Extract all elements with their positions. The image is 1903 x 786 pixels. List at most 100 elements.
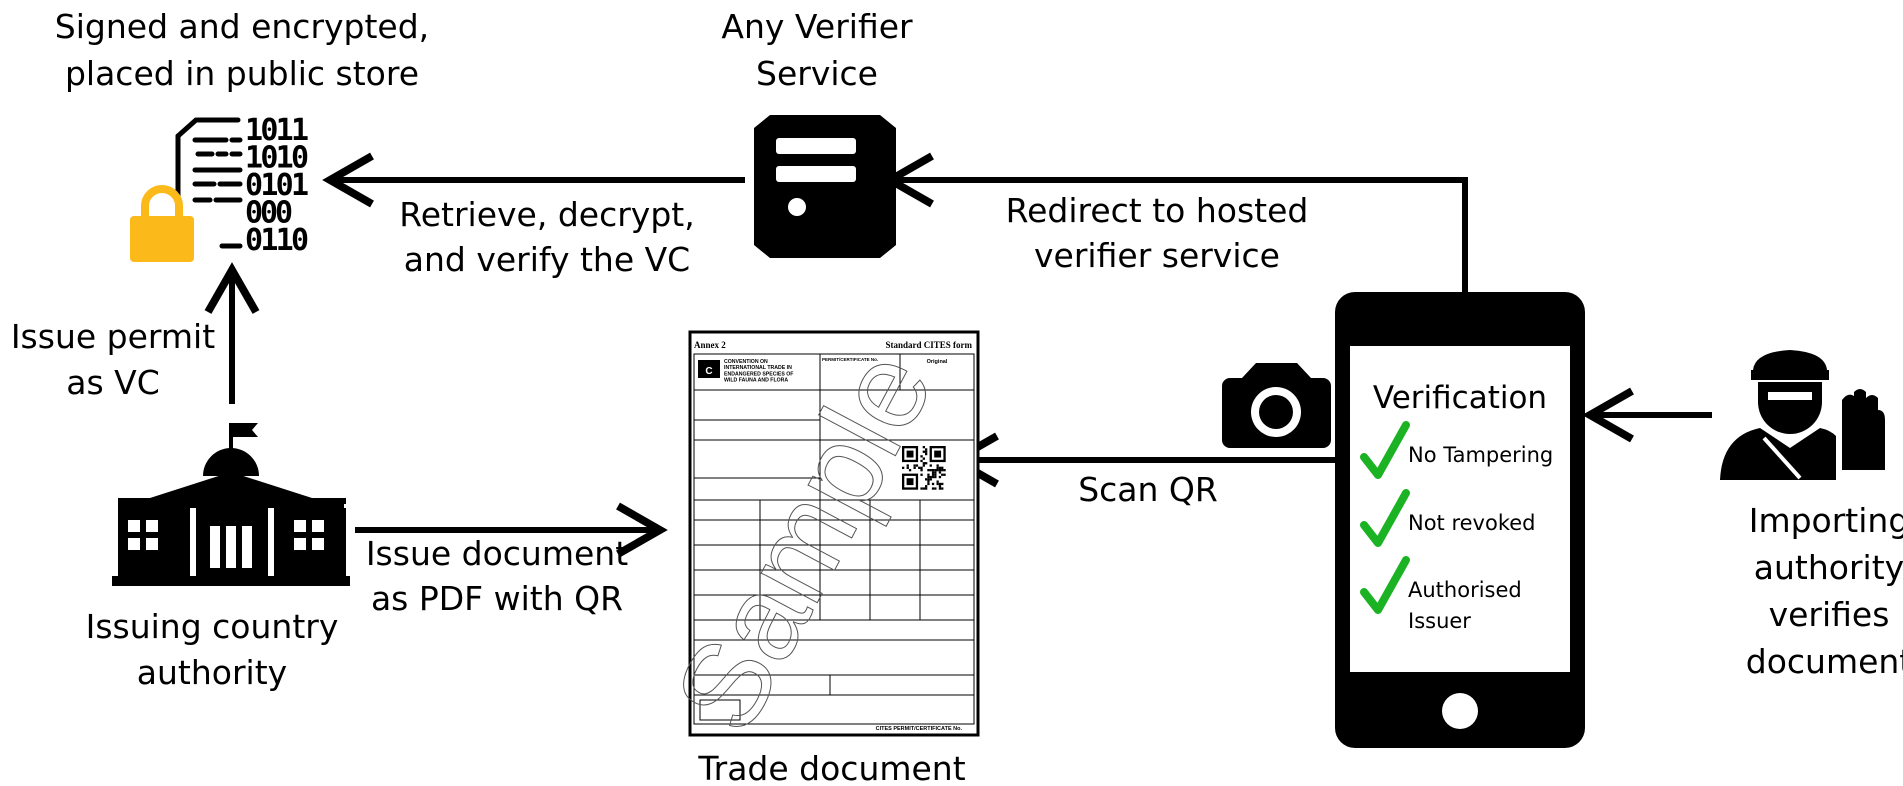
qr-module [941, 473, 944, 476]
qr-module [925, 462, 928, 465]
qr-module [934, 473, 937, 476]
qr-module [925, 487, 928, 490]
binary-line: 1011 [245, 113, 309, 148]
qr-module [920, 455, 923, 458]
trade-document: Annex 2 Standard CITES form [649, 329, 980, 752]
binary-line: 0110 [245, 223, 309, 258]
label-store: Signed and encrypted, placed in public st… [55, 7, 429, 93]
label-importer-line: authority [1754, 548, 1903, 587]
label-issue-document-line: as PDF with QR [371, 579, 623, 618]
label-retrieve-line: Retrieve, decrypt, [399, 195, 694, 234]
qr-module [925, 448, 928, 451]
qr-module [927, 469, 930, 472]
label-redirect-line: Redirect to hosted [1006, 191, 1309, 230]
qr-module [938, 469, 942, 472]
qr-module [931, 469, 935, 472]
doc-form: Standard CITES form [885, 340, 972, 350]
binary-line: 000 [245, 196, 293, 231]
qr-module [941, 466, 944, 469]
label-trade-document-line: Trade document [697, 749, 965, 786]
qr-module [931, 475, 935, 479]
qr-module [931, 473, 935, 476]
qr-module [936, 466, 939, 469]
lock-icon [130, 185, 194, 262]
qr-module [938, 471, 942, 474]
verification-title: Verification [1373, 380, 1547, 416]
qr-code [902, 446, 946, 490]
qr-module [934, 487, 937, 490]
label-retrieve: Retrieve, decrypt, and verify the VC [399, 195, 694, 279]
label-verifier-line: Service [756, 54, 878, 93]
officer-icon [1720, 350, 1885, 480]
check-icon [1360, 489, 1410, 547]
doc-annex: Annex 2 [694, 340, 726, 350]
qr-module [936, 482, 939, 486]
camera-icon [1222, 363, 1331, 448]
qr-module [922, 450, 925, 453]
qr-module [936, 469, 939, 472]
qr-module [929, 464, 932, 467]
doc-original: Original [927, 359, 948, 365]
qr-finder [906, 450, 914, 458]
doc-convention-line: ENDANGERED SPECIES OF [724, 371, 793, 377]
label-importer-line: Importing [1749, 501, 1903, 540]
qr-module [915, 464, 919, 467]
qr-module [920, 469, 923, 472]
qr-module [929, 478, 932, 481]
qr-module [906, 466, 909, 469]
qr-module [913, 464, 916, 467]
qr-module [927, 475, 930, 479]
binary-line: 0101 [245, 168, 309, 203]
government-building-icon [112, 423, 350, 586]
qr-module [918, 466, 921, 469]
qr-module [927, 480, 930, 483]
label-retrieve-line: and verify the VC [404, 240, 690, 279]
qr-module [920, 473, 923, 476]
qr-module [922, 464, 925, 467]
qr-module [941, 482, 944, 486]
qr-module [920, 466, 923, 469]
qr-module [906, 464, 909, 467]
label-importer-line: document [1746, 642, 1903, 681]
label-importer: Importing authority verifies document [1746, 501, 1903, 681]
qr-finder [934, 450, 942, 458]
doc-convention-line: WILD FAUNA AND FLORA [724, 378, 788, 384]
qr-finder [906, 478, 914, 486]
qr-module [943, 469, 946, 472]
qr-module [922, 457, 925, 460]
qr-module [927, 478, 930, 481]
check-icon [1360, 556, 1410, 614]
label-store-line: placed in public store [65, 54, 419, 93]
qr-module [902, 466, 905, 469]
qr-module [920, 459, 923, 463]
qr-module [922, 487, 925, 490]
label-importer-line: verifies [1769, 595, 1890, 634]
qr-module [925, 452, 928, 456]
doc-convention-line: CONVENTION ON [724, 359, 768, 365]
qr-module [931, 471, 935, 474]
labels: Signed and encrypted, placed in public st… [11, 7, 1903, 786]
qr-module [925, 485, 928, 488]
cites-logo: C [698, 360, 720, 378]
qr-module [922, 462, 925, 465]
doc-convention-line: INTERNATIONAL TRADE IN [724, 365, 792, 371]
qr-module [936, 464, 939, 467]
label-scan-line: Scan QR [1078, 470, 1218, 509]
label-issuer-line: Issuing country [86, 607, 339, 646]
label-issuer-line: authority [137, 653, 287, 692]
qr-module [941, 487, 944, 490]
qr-module [938, 487, 942, 490]
label-store-line: Signed and encrypted, [55, 7, 429, 46]
check-label: No Tampering [1408, 443, 1553, 467]
qr-module [931, 482, 935, 486]
qr-module [938, 485, 942, 488]
qr-module [936, 480, 939, 483]
qr-module [922, 446, 925, 449]
